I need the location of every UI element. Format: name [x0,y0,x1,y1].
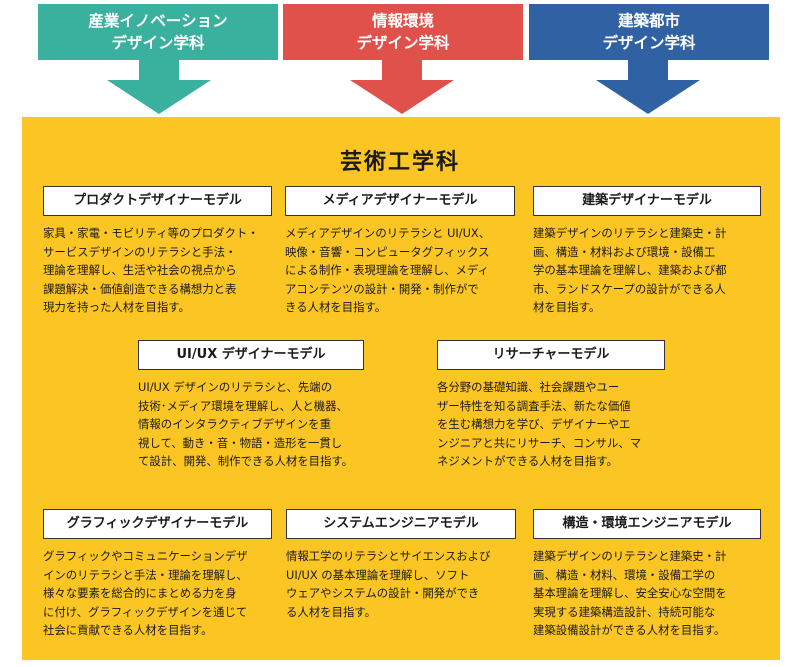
down-arrow-icon [596,60,700,114]
model-architecture-designer: 建築デザイナーモデル 建築デザインのリテラシと建築史・計 画、構造・材料および環… [533,186,761,317]
dept-label-line: 建築都市 [617,12,680,30]
dept-information-environment: 情報環境 デザイン学科 [283,4,523,60]
model-title: 建築デザイナーモデル [533,186,761,216]
model-product-designer: プロダクトデザイナーモデル 家具・家電・モビリティ等のプロダクト・ サービスデザ… [43,186,272,317]
down-arrow-icon [107,60,211,114]
dept-label-line: デザイン学科 [356,34,450,52]
model-description: 情報工学のリテラシとサイエンスおよび UI/UX の基本理論を理解し、ソフト ウ… [286,549,491,619]
model-description: メディアデザインのリテラシと UI/UX、 映像・音響・コンピュータグフィックス… [285,226,491,314]
model-title: プロダクトデザイナーモデル [43,186,272,216]
model-title: 構造・環境エンジニアモデル [533,509,761,539]
model-description: グラフィックやコミュニケーションデザ インのリテラシと手法・理論を理解し、 様々… [43,549,248,637]
model-title: システムエンジニアモデル [286,509,516,539]
model-description: 各分野の基礎知識、社会課題やユー ザー特性を知る調査手法、新たな価値 を生む構想… [437,380,642,468]
model-structure-environment-engineer: 構造・環境エンジニアモデル 建築デザインのリテラシと建築史・計 画、構造・材料、… [533,509,761,640]
model-graphic-designer: グラフィックデザイナーモデル グラフィックやコミュニケーションデザ インのリテラ… [43,509,272,640]
dept-label-line: 産業イノベーション [88,12,228,30]
model-system-engineer: システムエンジニアモデル 情報工学のリテラシとサイエンスおよび UI/UX の基… [286,509,516,621]
model-description: UI/UX デザインのリテラシと、先端の 技術･メディア環境を理解し、人と機器、… [138,380,354,468]
model-description: 建築デザインのリテラシと建築史・計 画、構造・材料、環境・設備工学の 基本理論を… [533,549,727,637]
model-title: グラフィックデザイナーモデル [43,509,272,539]
dept-label-line: 情報環境 [371,12,434,30]
model-uiux-designer: UI/UX デザイナーモデル UI/UX デザインのリテラシと、先端の 技術･メ… [138,340,364,471]
dept-label-line: デザイン学科 [602,34,696,52]
model-description: 家具・家電・モビリティ等のプロダクト・ サービスデザインのリテラシと手法・ 理論… [43,226,259,314]
model-title: メディアデザイナーモデル [285,186,515,216]
model-title: UI/UX デザイナーモデル [138,340,364,370]
model-title: リサーチャーモデル [437,340,665,370]
model-description: 建築デザインのリテラシと建築史・計 画、構造・材料および環境・設備工 学の基本理… [533,226,727,314]
dept-industrial-innovation: 産業イノベーション デザイン学科 [38,4,278,60]
panel-title: 芸術工学科 [339,150,460,175]
dept-label-line: デザイン学科 [111,34,205,52]
down-arrow-icon [350,60,454,114]
model-researcher: リサーチャーモデル 各分野の基礎知識、社会課題やユー ザー特性を知る調査手法、新… [437,340,665,471]
dept-architecture-urban: 建築都市 デザイン学科 [529,4,769,60]
model-media-designer: メディアデザイナーモデル メディアデザインのリテラシと UI/UX、 映像・音響… [285,186,515,317]
